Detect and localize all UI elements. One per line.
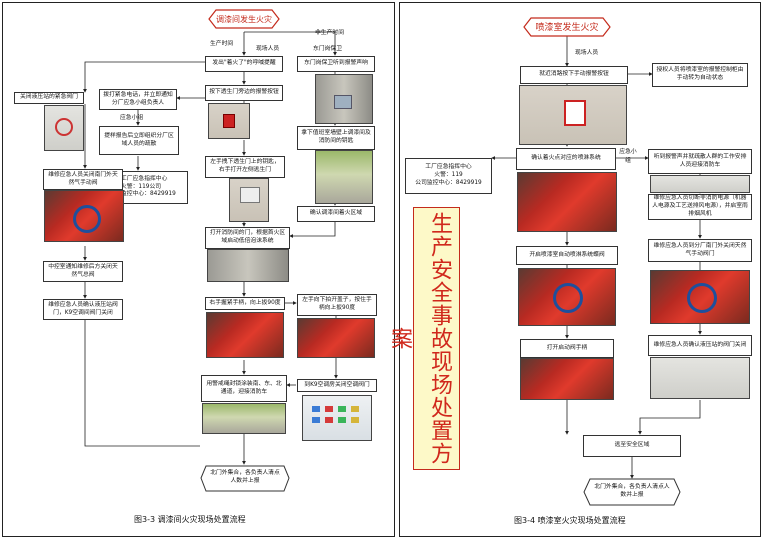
- photo-r-fan: [650, 175, 750, 193]
- side-title: 生产安全事故现场处置方案: [387, 207, 460, 470]
- box-confirm-area: 确认调漆间着火区域: [297, 206, 375, 222]
- box-call-leader: 拨打紧急电话，并立即通知分厂应急小组负责人: [99, 89, 177, 110]
- box-r-close-gas: 维修应急人员到分厂南门外关闭天然气手动阀门: [648, 239, 752, 262]
- box-r-authorize: 授权人员将喷漆室的报警控制柜由手动转为自动状态: [652, 63, 748, 87]
- box-close-valve: 关闭液压站的紧急阀门: [14, 92, 84, 104]
- photo-guard-road: [202, 403, 286, 434]
- photo-r-butterfly: [518, 268, 616, 326]
- label-non-production: 非生产时间: [315, 30, 344, 36]
- photo-paint-room: [315, 150, 373, 204]
- box-open-door: 打开消防间的门，根据首火区域启动低倍泡沫系统: [205, 227, 290, 249]
- photo-right-handle: [206, 312, 284, 358]
- box-shout: 发出"着火了"的呼喊提醒: [205, 56, 283, 72]
- start-node-right: 喷漆室发生火灾: [523, 17, 611, 37]
- photo-r-alarm: [519, 85, 627, 145]
- label-production-time: 生产时间: [210, 41, 234, 47]
- photo-alarm-button: [208, 103, 250, 139]
- caption-left: 图3-3 调漆间火灾现场处置流程: [134, 515, 246, 524]
- box-plant-center-left: 工厂应急指挥中心 火警：119公司 监控中心：8429919: [118, 171, 188, 204]
- box-k9-confirm: 维修应急人员确认液压站阀门，K9空调间阀门关闭: [43, 299, 123, 320]
- box-r-cut-power: 维修应急人员切断非消防电源（机器人电源及工艺送排风电源），并启室雨排烟风机: [648, 194, 752, 220]
- photo-r-sprinkler: [517, 172, 617, 232]
- photo-gas-valve: [44, 190, 124, 242]
- box-cut-gas: 中控室通知维修后方关闭天然气总阀: [43, 261, 123, 282]
- label-right-response: 应急小组: [619, 149, 637, 164]
- photo-r-hydraulic: [650, 357, 750, 399]
- photo-guard-room: [315, 74, 373, 124]
- label-on-site: 现场人员: [256, 46, 280, 52]
- photo-r-handle: [520, 358, 614, 400]
- end-label-right: 北门外集合，各负责人清点人数并上报: [594, 484, 670, 498]
- photo-emergency-valve: [44, 105, 84, 151]
- box-take-key: 拿下值班室墙壁上调漆间及消防间的钥匙: [297, 126, 375, 150]
- label-right-on-site: 现场人员: [575, 50, 599, 56]
- photo-escape-door: [229, 178, 269, 222]
- box-r-plant-center: 工厂应急指挥中心 火警：119 公司监控中心：8429919: [405, 158, 492, 194]
- photo-left-handle: [297, 318, 375, 358]
- label-north-gate: 东门岗保卫: [313, 46, 342, 52]
- box-report-evac: 提样报告后立即组织分厂区域人员的疏散: [99, 126, 179, 155]
- box-close-k9: 到K9空调房关闭空调阀门: [297, 379, 377, 392]
- end-label-left: 北门外集合，各负责人清点人数并上报: [210, 470, 280, 484]
- box-r-press-alarm: 就近消路按下手动报警按钮: [520, 66, 628, 84]
- box-r-safe-area: 逃至安全区域: [583, 435, 681, 457]
- box-r-start-handle: 打开启动阀手柄: [520, 339, 614, 358]
- photo-fire-room-door: [207, 249, 289, 282]
- label-response-group: 应急小组: [120, 115, 144, 121]
- box-close-gas: 维修应急人员关闭南门外天然气手动阀: [43, 169, 123, 190]
- box-r-confirm: 确认着火点对应的喷淋系统: [516, 148, 616, 170]
- box-press-alarm: 按下透生门旁边的报警按钮: [205, 85, 283, 101]
- box-left-handle: 左手向下拍开盖子，按住手柄向上扳90度: [297, 294, 377, 316]
- start-node-left: 调漆间发生火灾: [208, 9, 280, 29]
- end-node-left: [200, 465, 290, 492]
- start-label-right: 喷漆室发生火灾: [535, 21, 598, 33]
- photo-r-gas-valve: [650, 270, 750, 324]
- start-label-left: 调漆间发生火灾: [216, 14, 272, 24]
- photo-k9-panel: [302, 395, 372, 441]
- end-node-right: [583, 478, 681, 506]
- box-key-turn: 左手拽下透生门上的钥匙，右手打开左侧逃生门: [205, 156, 285, 178]
- box-guard: 用警戒绳封锁涂装南、东、北通道，迎接消防车: [201, 375, 287, 402]
- box-east-alarm: 东门岗保卫听到报警声响: [297, 56, 375, 72]
- box-r-hear-alarm: 听到报警声并就疏散人群的工作安排人员迎接消防车: [648, 149, 752, 174]
- box-r-hydraulic: 维修应急人员确认液压站的阀门关闭: [648, 335, 752, 356]
- caption-right: 图3-4 喷漆室火灾现场处置流程: [514, 516, 626, 525]
- box-r-open-valve: 开启喷漆室自动喷淋系统蝶阀: [516, 246, 618, 265]
- box-right-handle: 右手握紧手柄，向上扳90度: [205, 297, 285, 310]
